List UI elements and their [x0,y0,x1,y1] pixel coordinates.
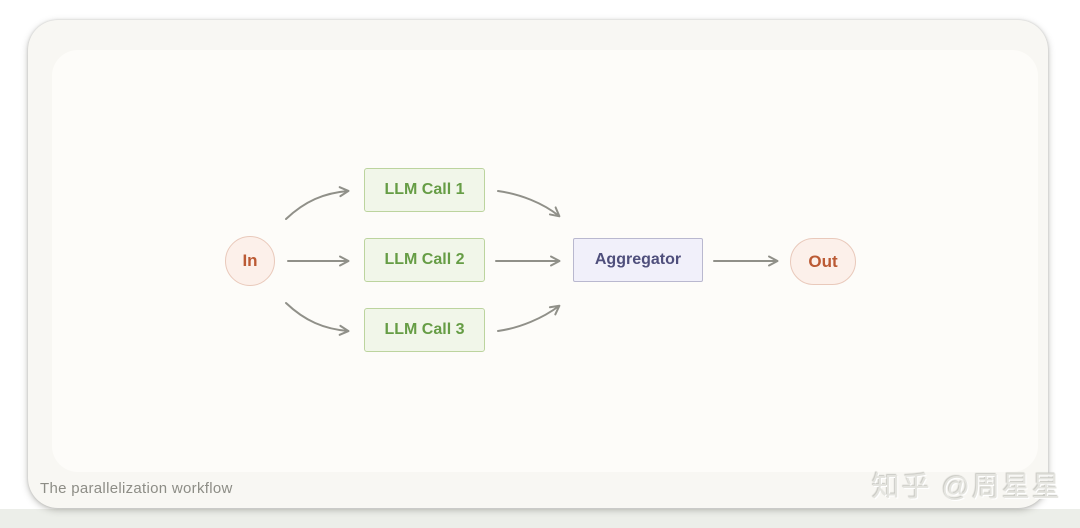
node-llm-call-2: LLM Call 2 [364,238,485,282]
diagram-card [28,20,1048,508]
node-aggregator: Aggregator [573,238,703,282]
node-in-label: In [242,251,258,270]
bottom-strip [0,509,1080,528]
node-llm-call-1: LLM Call 1 [364,168,485,212]
zhihu-watermark: 知乎 @周星星 [871,471,1062,502]
node-out-label: Out [808,251,838,271]
node-llm-call-1-label: LLM Call 1 [384,181,465,198]
node-llm-call-3-label: LLM Call 3 [384,321,465,338]
diagram-inner-panel [52,50,1038,472]
node-llm-call-3: LLM Call 3 [364,308,485,352]
node-llm-call-2-label: LLM Call 2 [384,251,465,268]
node-aggregator-label: Aggregator [594,251,682,268]
diagram-caption: The parallelization workflow [40,480,233,497]
node-out: Out [790,238,856,285]
node-in: In [225,236,275,286]
